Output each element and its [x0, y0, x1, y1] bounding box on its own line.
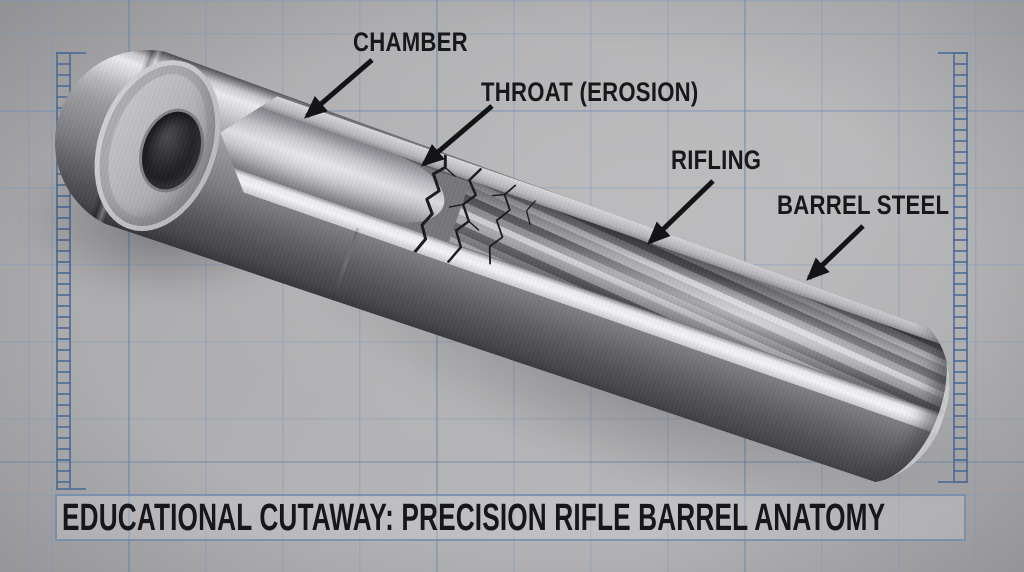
label-rifling: RIFLING [671, 147, 781, 174]
barrel-cutaway [30, 25, 974, 506]
label-chamber-text: CHAMBER [353, 27, 468, 57]
ruler-corner-tick [56, 52, 86, 54]
ruler-right [953, 52, 968, 483]
ruler-corner-tick [938, 481, 968, 483]
ruler-corner-tick [938, 52, 968, 54]
label-barrel-steel: BARREL STEEL [777, 192, 987, 219]
caption-text: EDUCATIONAL CUTAWAY: PRECISION RIFLE BAR… [62, 496, 886, 539]
label-throat-text: THROAT (EROSION) [481, 77, 699, 107]
cutaway-trough [204, 82, 971, 434]
label-throat: THROAT (EROSION) [481, 79, 746, 106]
label-barrel-steel-text: BARREL STEEL [777, 190, 950, 220]
label-chamber: CHAMBER [353, 29, 493, 56]
grid-accent-horizontal [0, 110, 1024, 112]
ruler-corner-tick [56, 488, 86, 490]
caption-box: EDUCATIONAL CUTAWAY: PRECISION RIFLE BAR… [55, 494, 966, 541]
throat-erosion-cracks [389, 147, 555, 289]
grid-accent-vertical [128, 0, 130, 572]
grid-accent-horizontal [0, 461, 1024, 463]
label-rifling-text: RIFLING [671, 145, 762, 175]
